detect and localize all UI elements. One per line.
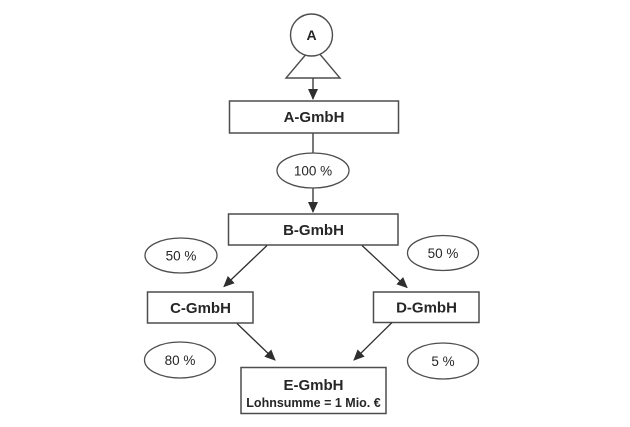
node-c-gmbh-box	[146, 291, 254, 324]
edge-label-a-to-b: 100 %	[276, 152, 350, 189]
edge-label-d-to-e-ellipse	[406, 342, 480, 380]
node-a-gmbh-label: A-GmbH	[284, 109, 345, 126]
node-e-gmbh: E-GmbH Lohnsumme = 1 Mio. €	[240, 366, 387, 415]
person-head-circle-icon	[289, 13, 334, 57]
edge-label-c-to-e-ellipse	[143, 341, 217, 379]
edge-label-b-to-c-ellipse	[144, 237, 218, 274]
edge-label-b-to-d-text: 50 %	[428, 246, 459, 261]
node-d-gmbh: D-GmbH	[372, 291, 480, 324]
edge-label-d-to-e-text: 5 %	[431, 354, 454, 369]
person-label: A	[306, 27, 316, 43]
node-d-gmbh-label: D-GmbH	[396, 300, 457, 317]
node-b-gmbh-label: B-GmbH	[283, 222, 344, 239]
edge-d-gmbh-to-e-gmbh	[353, 322, 393, 361]
node-a-gmbh-box	[228, 100, 400, 134]
node-e-gmbh-box	[240, 366, 387, 415]
node-e-gmbh-label: E-GmbH	[284, 377, 344, 394]
edge-label-d-to-e: 5 %	[406, 342, 480, 380]
edge-label-b-to-d: 50 %	[406, 234, 480, 272]
node-d-gmbh-box	[372, 291, 480, 324]
node-e-gmbh-sublabel: Lohnsumme = 1 Mio. €	[246, 396, 380, 410]
edge-label-b-to-c-text: 50 %	[166, 249, 197, 264]
edge-label-b-to-c: 50 %	[144, 237, 218, 274]
edge-label-a-to-b-ellipse	[276, 152, 350, 189]
person-body-triangle-icon	[284, 44, 342, 79]
edge-label-a-to-b-text: 100 %	[294, 164, 332, 179]
node-b-gmbh: B-GmbH	[227, 213, 399, 246]
edge-b-gmbh-to-d-gmbh	[361, 245, 408, 289]
edge-b-gmbh-to-c-gmbh	[223, 245, 268, 288]
node-b-gmbh-box	[227, 213, 399, 246]
edge-label-b-to-d-ellipse	[406, 234, 480, 272]
node-c-gmbh: C-GmbH	[146, 291, 254, 324]
node-c-gmbh-label: C-GmbH	[170, 300, 231, 317]
edge-label-c-to-e: 80 %	[143, 341, 217, 379]
edge-c-gmbh-to-e-gmbh	[236, 323, 276, 361]
person-node: A	[284, 13, 342, 79]
node-a-gmbh: A-GmbH	[228, 100, 400, 134]
edge-label-c-to-e-text: 80 %	[165, 353, 196, 368]
